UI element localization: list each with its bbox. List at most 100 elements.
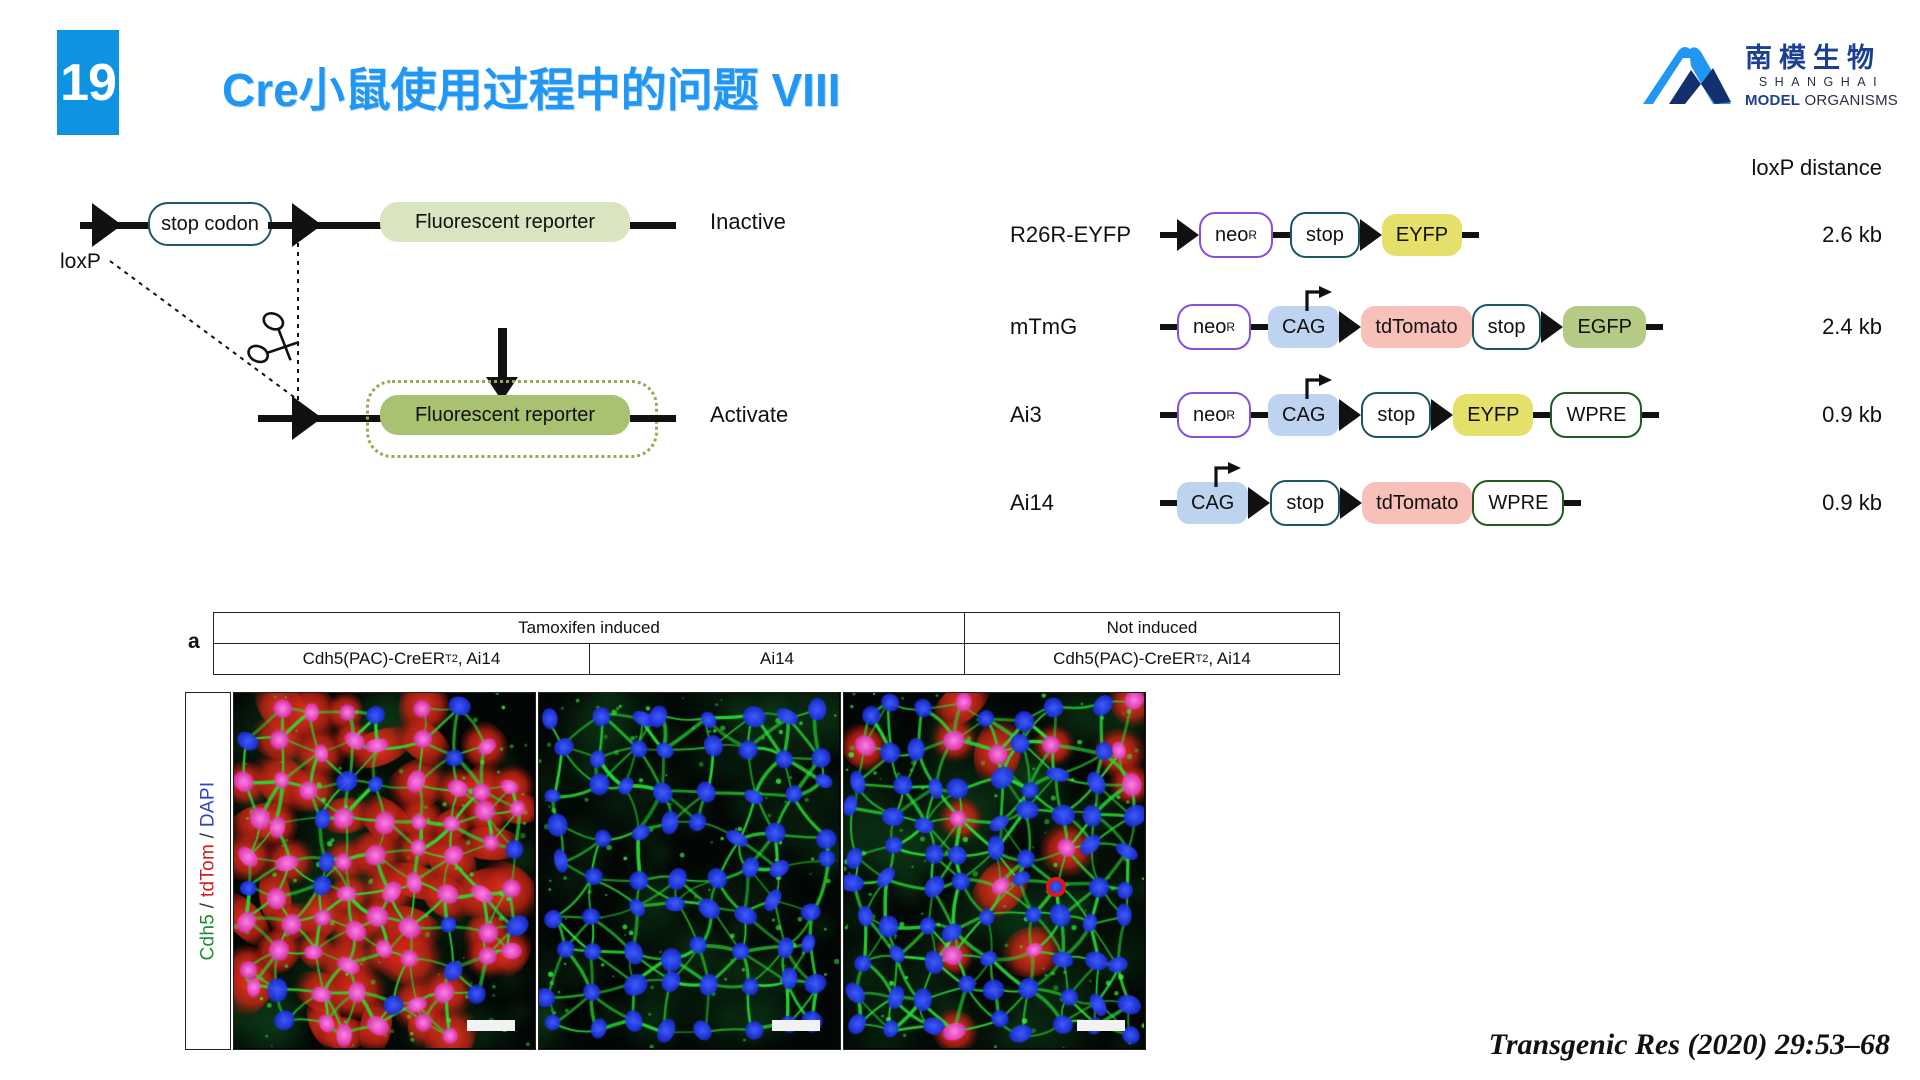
construct-row: Ai14 CAG stop tdTomato WPRE 0.9 kb <box>1010 462 1910 535</box>
channel-cdh5: Cdh5 <box>197 913 219 961</box>
construct-element-label: CAG <box>1282 403 1326 426</box>
loxp-distance-value: 0.9 kb <box>1822 490 1882 515</box>
channel-tdtom: tdTom <box>197 843 219 898</box>
source-citation: Transgenic Res (2020) 29:53–68 <box>1488 1028 1890 1061</box>
gene-line-top-4 <box>322 222 384 229</box>
slide-number-badge: 19 <box>57 30 119 135</box>
construct-element-stop: stop <box>1361 392 1432 438</box>
slide-number: 19 <box>60 53 117 112</box>
loxp-site-arrow <box>1339 399 1362 431</box>
loxp-distance-value: 0.9 kb <box>1822 402 1882 427</box>
gene-line-segment <box>1273 232 1291 238</box>
scale-bar-2 <box>772 1020 820 1031</box>
gene-line-segment <box>1533 412 1551 418</box>
figure-panel-letter: a <box>188 630 200 653</box>
construct-element-stop: stop <box>1471 304 1542 350</box>
figure-sub-header-superscript: T2 <box>1195 653 1209 665</box>
logo-chinese: 南模生物 <box>1744 43 1881 74</box>
construct-element-stop: stop <box>1290 212 1360 258</box>
gene-line-top-5 <box>630 222 676 229</box>
loxp-site-arrow <box>1431 399 1454 431</box>
stop-codon-label: stop codon <box>161 212 259 235</box>
gene-line-segment <box>1160 324 1177 330</box>
gene-line-segment <box>1462 232 1480 238</box>
promoter-arrow-icon <box>1304 374 1334 400</box>
company-logo: 南模生物 SHANGHAI MODEL ORGANISMS <box>1639 44 1898 110</box>
loxp-site-arrow <box>1541 311 1564 343</box>
construct-element-egfp: EGFP <box>1563 306 1646 348</box>
construct-element-eyfp: EYFP <box>1381 214 1463 256</box>
logo-wordmark: 南模生物 SHANGHAI MODEL ORGANISMS <box>1745 44 1898 109</box>
loxp-distance-value: 2.4 kb <box>1822 314 1882 339</box>
state-label-activate: Activate <box>710 402 789 427</box>
state-label-inactive: Inactive <box>710 209 786 234</box>
micrograph-canvas-1 <box>234 693 534 1048</box>
construct-element-wpre: WPRE <box>1550 392 1643 438</box>
micrograph-panel-not-induced-cre-ai14 <box>843 692 1146 1050</box>
gene-line-segment <box>1160 500 1177 506</box>
construct-element-label: tdTomato <box>1375 315 1458 338</box>
loxp-site-arrow <box>1177 219 1199 251</box>
construct-element-cag: CAG <box>1268 286 1340 348</box>
loxp-distance-value: 2.6 kb <box>1822 222 1882 247</box>
micrograph-panel-tamoxifen-cre-ai14 <box>233 692 536 1050</box>
logo-english-model-organisms: MODEL ORGANISMS <box>1745 92 1898 110</box>
promoter-arrow-icon <box>1213 462 1243 488</box>
loxp-site-arrow <box>1359 219 1382 251</box>
construct-name: Ai14 <box>1010 490 1055 515</box>
stop-codon-element: stop codon <box>148 202 272 246</box>
channel-sep-1: / <box>197 897 219 914</box>
construct-element-cag: CAG <box>1268 374 1340 436</box>
construct-name: R26R-EYFP <box>1010 222 1132 247</box>
promoter-arrow-icon <box>1304 286 1334 312</box>
transition-arrow-stem <box>498 328 507 380</box>
construct-element-cag: CAG <box>1177 462 1249 524</box>
logo-english-shanghai: SHANGHAI <box>1758 74 1885 89</box>
gene-line-bottom-1 <box>258 415 324 422</box>
construct-element-wpre: WPRE <box>1472 480 1565 526</box>
construct-track: CAG stop tdTomato WPRE <box>1160 462 1582 535</box>
construct-element-tdtomato: tdTomato <box>1362 482 1473 524</box>
construct-element-label: EYFP <box>1395 223 1449 246</box>
page-title: Cre小鼠使用过程中的问题 VIII <box>222 64 841 116</box>
construct-element-superscript: R <box>1226 408 1236 422</box>
construct-element-label: neo <box>1193 403 1227 426</box>
channel-legend-box: Cdh5 / tdTom / DAPI <box>185 692 231 1050</box>
loxp-site-arrow <box>1340 487 1363 519</box>
gene-line-segment <box>1564 500 1582 506</box>
scale-bar-3 <box>1077 1020 1125 1031</box>
construct-element-label: neo <box>1215 223 1249 246</box>
construct-element-label: CAG <box>1191 491 1235 514</box>
construct-element-superscript: R <box>1226 320 1236 334</box>
construct-element-label: WPRE <box>1488 491 1549 514</box>
construct-name: mTmG <box>1010 314 1078 339</box>
logo-organisms-word: ORGANISMS <box>1804 91 1898 109</box>
fluorescent-reporter-inactive: Fluorescent reporter <box>380 202 630 242</box>
cre-lox-mechanism-diagram: stop codon Fluorescent reporter Inactive… <box>60 195 930 525</box>
construct-element-tdtomato: tdTomato <box>1361 306 1472 348</box>
scissors-icon <box>245 305 301 382</box>
figure-sub-header-suffix: , Ai14 <box>457 649 501 668</box>
reporter-label-active: Fluorescent reporter <box>414 403 596 426</box>
construct-element-eyfp: EYFP <box>1453 394 1534 436</box>
construct-element-label: stop <box>1487 315 1526 338</box>
channel-dapi: DAPI <box>197 781 219 828</box>
construct-element-stop: stop <box>1270 480 1341 526</box>
loxp-site-arrow <box>1248 487 1271 519</box>
micrograph-panel-tamoxifen-ai14 <box>538 692 841 1050</box>
figure-sub-header-text: Ai14 <box>759 649 795 668</box>
figure-group-header: Not induced <box>964 613 1339 643</box>
figure-sub-header-text: Cdh5(PAC)-CreER <box>1053 649 1196 668</box>
